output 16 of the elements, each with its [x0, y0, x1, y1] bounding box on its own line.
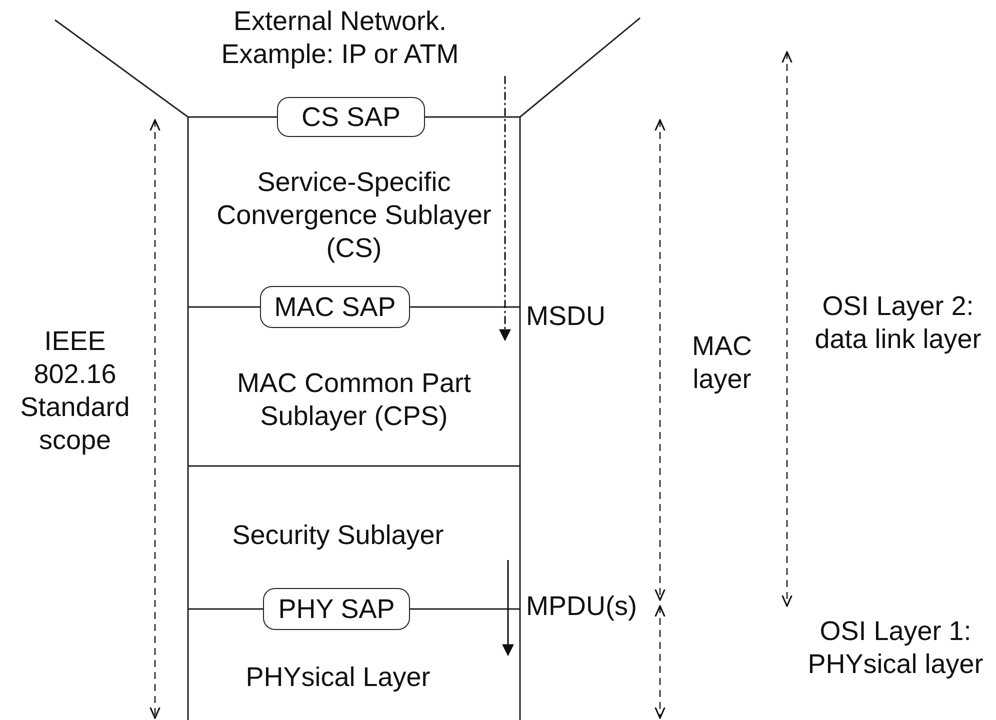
sap-box: PHY SAP	[263, 588, 410, 630]
arrow	[502, 560, 514, 656]
sublayer-label: PHYsical Layer	[188, 655, 488, 700]
layer-label: MAC layer	[691, 330, 753, 396]
signal-label: MSDU	[526, 300, 606, 333]
signal-label: MPDU(s)	[526, 590, 637, 623]
sublayer-label: Service-Specific Convergence Sublayer (CS)	[188, 150, 520, 280]
layer-label: OSI Layer 2: data link layer	[814, 290, 982, 356]
sublayer-label: Security Sublayer	[188, 510, 488, 560]
sap-box: CS SAP	[277, 97, 425, 137]
scope-label: IEEE 802.16 Standard scope	[19, 325, 131, 457]
network-label: External Network. Example: IP or ATM	[190, 0, 490, 76]
sap-box: MAC SAP	[260, 286, 410, 328]
sublayer-label: MAC Common Part Sublayer (CPS)	[188, 340, 520, 460]
layer-label: OSI Layer 1: PHYsical layer	[806, 615, 984, 681]
arrow	[499, 76, 511, 342]
